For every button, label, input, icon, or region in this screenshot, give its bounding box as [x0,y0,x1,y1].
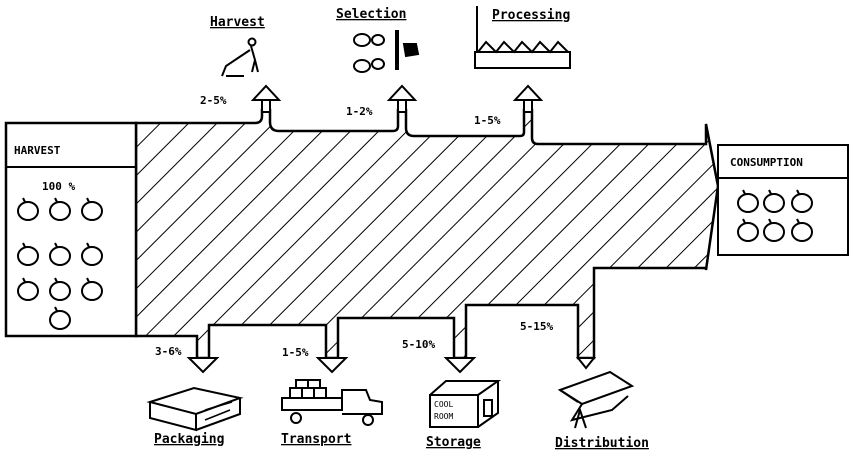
loss-distribution: 5-15% [520,320,553,333]
loss-processing: 1-5% [474,114,501,127]
loss-harvest: 2-5% [200,94,227,107]
source-percent: 100 % [42,180,75,193]
fruit-icon [791,189,813,213]
main-flow-band [134,108,720,360]
fruit-icon [81,197,103,221]
stage-label-processing: Processing [492,8,570,23]
cold-room-icon: COOL ROOM [429,380,502,428]
destination-fruit-group [737,189,813,242]
consumption-box: CONSUMPTION [705,123,849,271]
sorting-icon [353,30,420,73]
stage-label-distribution: Distribution [555,436,649,451]
fruit-icon [791,218,813,242]
arrow-up-selection [386,84,418,101]
cold-room-text-2: ROOM [434,412,453,421]
stage-label-storage: Storage [426,435,481,450]
loss-transport: 1-5% [282,346,309,359]
stage-label-transport: Transport [281,432,351,447]
stage-label-packaging: Packaging [154,432,224,447]
market-stall-icon [557,370,635,429]
harvester-person-icon [221,37,259,77]
fruit-icon [81,242,103,266]
fruit-icon [49,306,71,330]
fruit-icon [763,218,785,242]
fruit-icon [49,197,71,221]
fruit-icon [763,189,785,213]
source-fruit-group [17,197,103,330]
fruit-icon [17,197,39,221]
loss-storage: 5-10% [402,338,435,351]
truck-icon [281,379,383,426]
loss-packaging: 3-6% [155,345,182,358]
fruit-icon [49,277,71,301]
arrow-down-transport [315,357,349,374]
fruit-icon [81,277,103,301]
destination-title: CONSUMPTION [730,156,803,169]
fruit-icon [17,277,39,301]
cold-room-text-1: COOL [434,400,453,409]
arrow-down-packaging [186,357,220,374]
lower-arrowheads [186,357,597,374]
crate-icon [146,386,244,432]
factory-icon [474,6,571,69]
fruit-icon [49,242,71,266]
stage-label-selection: Selection [336,7,406,22]
source-title: HARVEST [14,144,61,157]
upper-arrowheads [250,84,544,113]
arrow-down-distribution [575,357,597,370]
fruit-icon [737,189,759,213]
fruit-icon [737,218,759,242]
harvest-source-box: HARVEST 100 % [4,121,138,338]
arrow-up-processing [512,84,544,101]
fruit-icon [17,242,39,266]
arrow-up-harvest [250,84,282,101]
arrow-down-storage [443,357,477,374]
stage-label-harvest: Harvest [210,15,265,30]
loss-selection: 1-2% [346,105,373,118]
